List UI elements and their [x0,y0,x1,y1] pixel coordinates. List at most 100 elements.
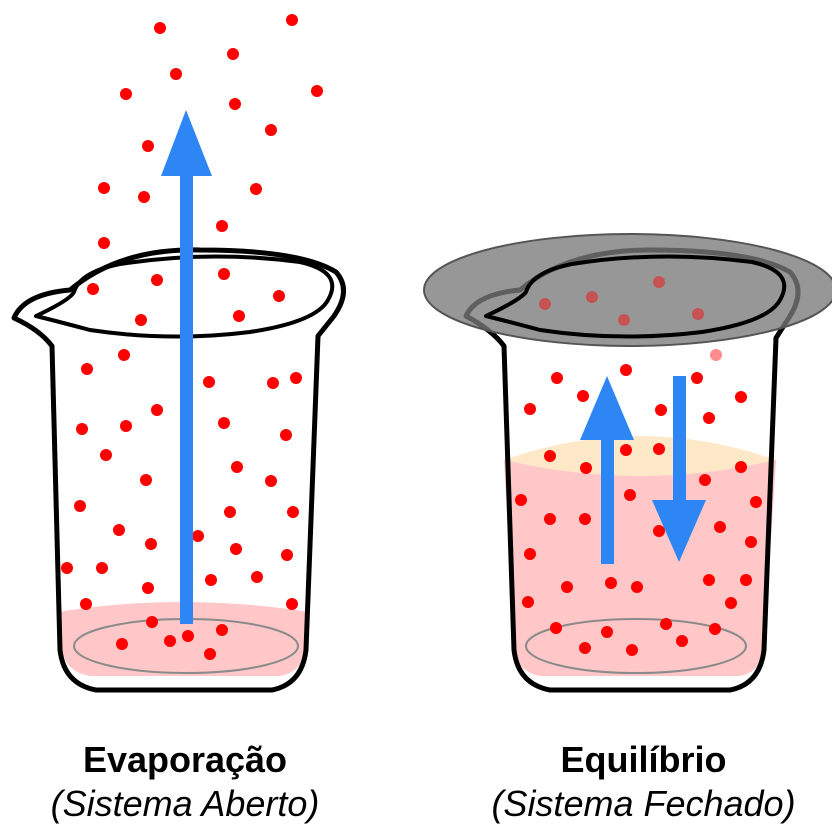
particle [251,571,263,583]
caption-subtitle: (Sistema Aberto) [50,783,320,824]
particle [709,623,721,635]
particle [551,372,563,384]
particle [142,140,154,152]
arrows [161,110,706,624]
particle [579,513,591,525]
particle [618,314,630,326]
evaporation-arrow-closed [580,376,634,564]
particle [699,474,711,486]
particle [74,500,86,512]
particle [745,536,757,548]
particle [692,308,704,320]
particle [710,349,722,361]
particle [653,443,665,455]
particle [539,298,551,310]
particle [522,596,534,608]
caption-subtitle: (Sistema Fechado) [491,783,796,824]
particle [140,474,152,486]
particle [544,450,556,462]
particles [61,14,762,660]
particle [286,598,298,610]
particle [577,390,589,402]
particle [230,543,242,555]
particle [118,349,130,361]
caption-title: Evaporação [82,739,288,780]
particle [280,429,292,441]
open-beaker [11,247,346,693]
particle [233,310,245,322]
particle [138,191,150,203]
particle [676,635,688,647]
particle [61,562,73,574]
particle [80,598,92,610]
particle [561,581,573,593]
particle [204,648,216,660]
particle [135,314,147,326]
caption-evaporation: Evaporação (Sistema Aberto) [0,738,370,826]
particle [620,364,632,376]
particle [151,404,163,416]
particle [151,274,163,286]
particle [87,283,99,295]
particle [192,530,204,542]
evaporation-arrow [161,110,212,624]
particle [164,635,176,647]
particle [120,420,132,432]
beaker-rim-left [34,254,335,339]
particle [655,404,667,416]
particle [81,363,93,375]
particle [267,377,279,389]
particle [653,276,665,288]
particle [735,391,747,403]
caption-title: Equilíbrio [560,739,727,780]
vapor-band [504,436,776,476]
lid [423,233,832,347]
particle [286,14,298,26]
particle [281,549,293,561]
particle [311,85,323,97]
particle [154,22,166,34]
particle [205,574,217,586]
particle [265,475,277,487]
particle [265,124,277,136]
particle [735,461,747,473]
particle [631,581,643,593]
particle [142,582,154,594]
particle [218,417,230,429]
particle [691,372,703,384]
particle [544,513,556,525]
particle [76,423,88,435]
particle [273,290,285,302]
particle [524,548,536,560]
particle [216,220,228,232]
particle [224,506,236,518]
particle [96,562,108,574]
particle [605,577,617,589]
particle [227,48,239,60]
particle [216,624,228,636]
particle [287,506,299,518]
particle [703,574,715,586]
particle [586,291,598,303]
particle [601,626,613,638]
particle [725,597,737,609]
particle [714,521,726,533]
particle [660,618,672,630]
particle [170,68,182,80]
particle [116,638,128,650]
particle [145,538,157,550]
particle [703,412,715,424]
caption-equilibrium: Equilíbrio (Sistema Fechado) [455,738,832,826]
particle [229,98,241,110]
particle [624,489,636,501]
particle [100,449,112,461]
liquid-right [504,440,776,676]
particle [580,462,592,474]
particle [579,642,591,654]
particle [113,524,125,536]
particle [740,574,752,586]
particle [290,372,302,384]
particle [524,403,536,415]
particle [550,622,562,634]
